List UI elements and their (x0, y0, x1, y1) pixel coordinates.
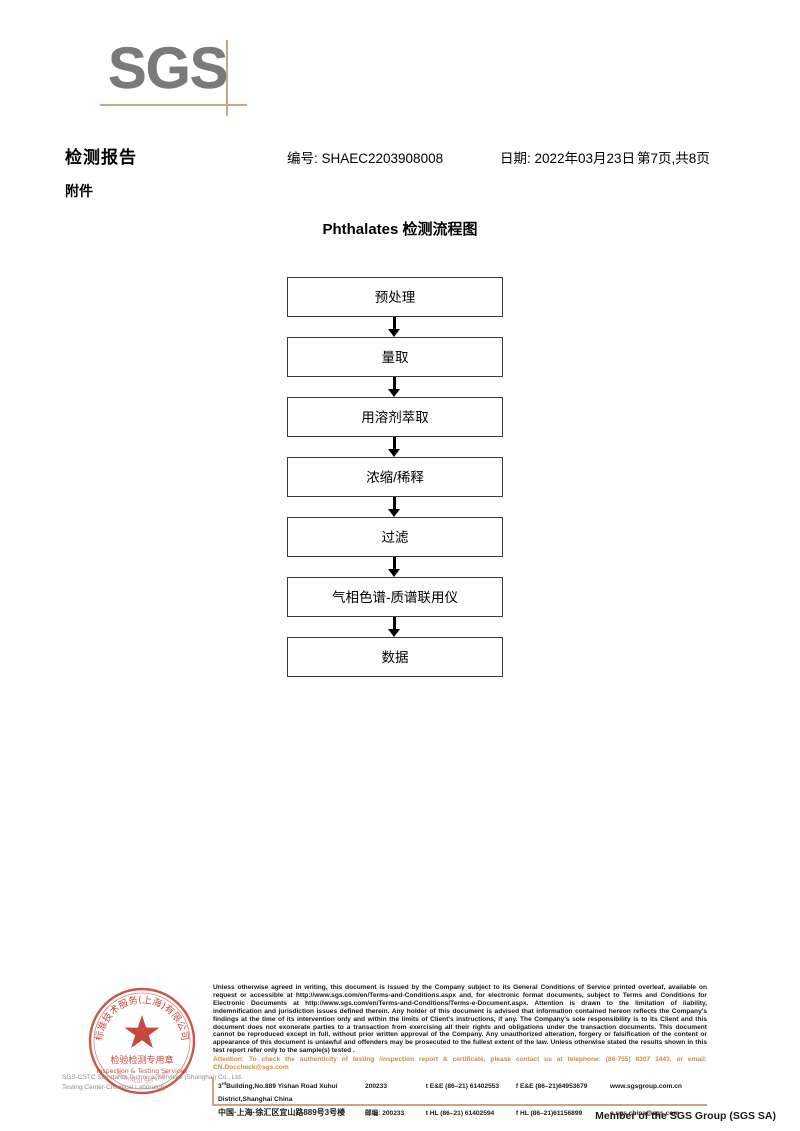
address-row-cn: 中国·上海·徐汇区宜山路889号3号楼 邮编: 200233 t HL (86–… (218, 1106, 708, 1120)
address-email: e sgs.china@sgs.com (610, 1110, 680, 1118)
flow-step: 浓缩/稀释 (287, 457, 503, 497)
flow-step: 气相色谱-质谱联用仪 (287, 577, 503, 617)
flow-arrow-icon (287, 497, 503, 517)
address-row-en: 3rdBuilding,No.889 Yishan Road Xuhui Dis… (218, 1077, 708, 1106)
address-vertical-rule (212, 1077, 214, 1105)
page-indicator: 第7页,共8页 (637, 151, 710, 166)
report-number: 编号: SHAEC2203908008 (287, 151, 444, 166)
address-fax-ee: f E&E (86–21)64953679 (515, 1083, 588, 1091)
sgs-logo-text: SGS (108, 36, 229, 101)
attachment-label: 附件 (65, 183, 93, 199)
address-postcode-cn: 邮编: 200233 (365, 1110, 405, 1118)
legal-attention: Attention: To check the authenticity of … (213, 1056, 707, 1072)
address-website: www.sgsgroup.com.cn (610, 1083, 682, 1091)
address-street-cn: 中国·上海·徐汇区宜山路889号3号楼 (218, 1108, 346, 1118)
sgs-group-member-note: Member of the SGS Group (SGS SA) (595, 1110, 776, 1122)
flow-arrow-icon (287, 437, 503, 457)
flow-step: 预处理 (287, 277, 503, 317)
address-block: 3rdBuilding,No.889 Yishan Road Xuhui Dis… (218, 1077, 708, 1120)
page-title: 检测报告 (65, 148, 137, 167)
legal-disclaimer: Unless otherwise agreed in writing, this… (213, 984, 707, 1072)
address-street-en: 3rdBuilding,No.889 Yishan Road Xuhui Dis… (218, 1081, 338, 1104)
company-seal-stamp: 标准技术服务(上海)有限公司 检验检测专用章 Inspection & Test… (86, 985, 198, 1097)
legal-body: Unless otherwise agreed in writing, this… (213, 984, 707, 1055)
flow-arrow-icon (287, 377, 503, 397)
address-postcode-en: 200233 (365, 1083, 388, 1091)
address-tel-ee: t E&E (86–21) 61402553 (425, 1083, 500, 1091)
address-horizontal-rule (212, 1104, 707, 1106)
stamp-caption-line2: Testing Center-Chemical Laboratory (62, 1084, 167, 1091)
flow-step: 量取 (287, 337, 503, 377)
flow-step: 用溶剂萃取 (287, 397, 503, 437)
flow-step: 数据 (287, 637, 503, 677)
svg-text:检验检测专用章: 检验检测专用章 (110, 1054, 173, 1066)
sgs-logo: SGS (100, 36, 247, 116)
flow-arrow-icon (287, 617, 503, 637)
svg-text:Inspection & Testing Services: Inspection & Testing Services (97, 1068, 188, 1075)
flowchart-title: Phthalates 检测流程图 (322, 221, 478, 238)
report-date: 日期: 2022年03月23日 (500, 151, 636, 166)
stamp-caption: SGS-CSTC Standards Technical Services (S… (62, 1073, 252, 1093)
logo-horizontal-rule (100, 104, 247, 106)
flowchart: 预处理 量取 用溶剂萃取 浓缩/稀释 过滤 气相色谱-质谱联用仪 数据 (287, 277, 503, 677)
stamp-caption-line1: SGS-CSTC Standards Technical Services (S… (62, 1074, 243, 1081)
flow-step: 过滤 (287, 517, 503, 557)
address-tel-hl: t HL (86–21) 61402594 (425, 1110, 495, 1118)
logo-vertical-rule (226, 40, 228, 116)
flow-arrow-icon (287, 317, 503, 337)
address-fax-hl: f HL (86–21)61156899 (515, 1110, 583, 1118)
flow-arrow-icon (287, 557, 503, 577)
